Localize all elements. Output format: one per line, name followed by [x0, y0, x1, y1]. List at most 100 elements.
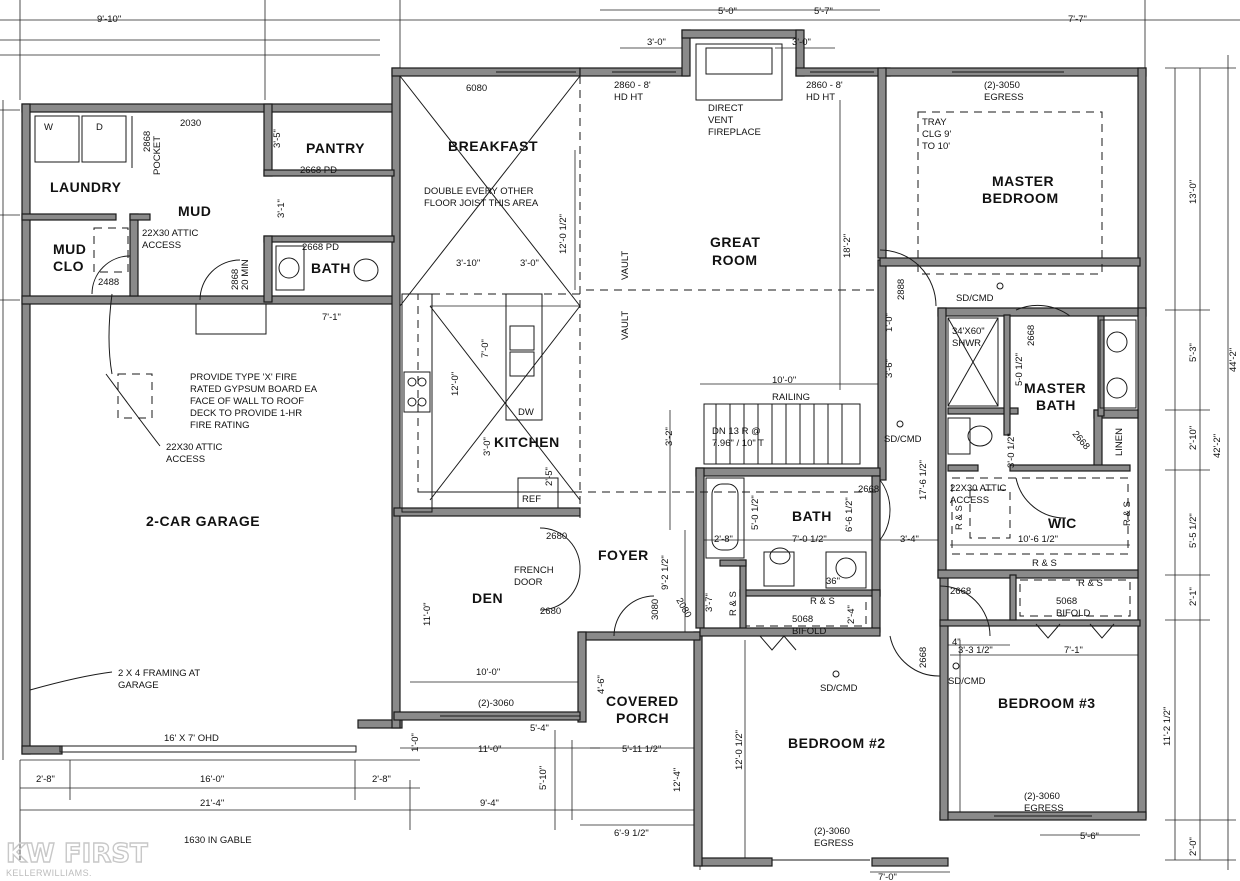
note-dw: DW	[518, 407, 534, 418]
note-d-2668-b2: 2668	[950, 586, 971, 597]
room-master-1: MASTER	[992, 173, 1054, 189]
note-dim-5-11-half: 5'-11 1/2"	[622, 744, 661, 755]
note-fire-2: RATED GYPSUM BOARD EA	[190, 384, 318, 395]
note-dim-5-3: 5'-3"	[1188, 343, 1199, 362]
note-w: W	[44, 122, 53, 133]
note-fire-1: PROVIDE TYPE 'X' FIRE	[190, 372, 297, 383]
note-dim-7-0: 7'-0"	[480, 339, 491, 358]
note-tray-3: TO 10'	[922, 141, 950, 152]
note-dim-16-0: 16'-0"	[200, 774, 224, 785]
note-d-2868-20-2: 20 MIN	[240, 259, 251, 290]
note-dim-3-10: 3'-10"	[456, 258, 480, 269]
note-dim-5-6: 5'-6"	[1080, 831, 1099, 842]
note-dim-18-2: 18'-2"	[842, 234, 853, 258]
note-dim-17-6-half: 17'-6 1/2"	[918, 460, 929, 500]
note-w-2030: 2030	[180, 118, 201, 129]
note-dim-21-4: 21'-4"	[200, 798, 224, 809]
note-d-4: 4"	[952, 637, 961, 648]
note-dim-10-0-den: 10'-0"	[476, 667, 500, 678]
note-egress-top-1: (2)-3050	[984, 80, 1020, 91]
note-dim-3-3-half: 3'-3 1/2"	[958, 645, 993, 656]
note-framing-2: GARAGE	[118, 680, 159, 691]
note-fp-2: VENT	[708, 115, 734, 126]
note-egress-b2-2: EGRESS	[814, 838, 854, 849]
room-garage: 2-CAR GARAGE	[146, 513, 260, 529]
note-vault-b: VAULT	[620, 311, 631, 340]
note-bifold-a2: BIFOLD	[792, 626, 826, 637]
note-dim-3-2: 3'-2"	[664, 427, 675, 446]
room-bath-hall: BATH	[792, 508, 832, 524]
note-dim-5-4: 5'-4"	[530, 723, 549, 734]
note-shwr-1: 34'X60"	[952, 326, 985, 337]
note-bifold-b1: 5068	[1056, 596, 1077, 607]
note-attic-1a: 22X30 ATTIC	[142, 228, 198, 239]
note-bifold-a1: 5068	[792, 614, 813, 625]
note-dim-2-8: 2'-8"	[714, 534, 733, 545]
note-sd-4: SD/CMD	[948, 676, 986, 687]
note-dim-5-0-half-b: 5'-0 1/2"	[750, 495, 761, 530]
walls	[21, 29, 1147, 867]
room-bath-small: BATH	[311, 260, 351, 276]
note-ref: REF	[522, 494, 541, 505]
note-dim-5-0: 5'-0"	[718, 6, 737, 17]
note-dim-3-0-half: 3'-0 1/2"	[1006, 433, 1017, 468]
note-dim-4-6: 4'-6"	[596, 675, 607, 694]
note-dim-3-0-c: 3'-0"	[520, 258, 539, 269]
note-d: D	[96, 122, 103, 133]
note-d-2668-mb: 2668	[1026, 325, 1037, 346]
kw-logo: KW FIRST KELLERWILLIAMS.	[5, 838, 148, 878]
fixtures	[29, 43, 1137, 861]
note-rs-1: R & S	[954, 505, 965, 530]
note-joist-1: DOUBLE EVERY OTHER	[424, 186, 534, 197]
room-master-bath-1: MASTER	[1024, 380, 1086, 396]
note-d-2080: 2080	[673, 596, 693, 620]
note-dim-12-0-half-b2: 12'-0 1/2"	[734, 730, 745, 770]
note-w-2860-b-2: HD HT	[806, 92, 835, 103]
note-attic-3a: 22X30 ATTIC	[950, 483, 1006, 494]
note-railing: RAILING	[772, 392, 810, 403]
note-pocket-1: 2868	[142, 131, 153, 152]
note-sd-3: SD/CMD	[820, 683, 858, 694]
note-rs-2: R & S	[1122, 501, 1133, 526]
note-rs-3: R & S	[1032, 558, 1057, 569]
room-wic: WIC	[1048, 515, 1077, 531]
note-pd-2668-a: 2668 PD	[300, 165, 337, 176]
note-dim-2-10: 2'-10"	[1188, 426, 1199, 450]
room-mud: MUD	[178, 203, 211, 219]
note-egress-b3-2: EGRESS	[1024, 803, 1064, 814]
room-covered-2: PORCH	[616, 710, 669, 726]
note-dim-12-0: 12'-0"	[450, 372, 461, 396]
note-d-3080: 3080	[650, 599, 661, 620]
note-dim-13-0: 13'-0"	[1188, 180, 1199, 204]
room-bedroom-3: BEDROOM #3	[998, 695, 1096, 711]
note-pd-2668-b: 2668 PD	[302, 242, 339, 253]
note-d-2680-b: 2680	[540, 606, 561, 617]
note-fp-1: DIRECT	[708, 103, 744, 114]
note-d-2668-wic: 2668	[1070, 429, 1092, 452]
note-fire-5: FIRE RATING	[190, 420, 249, 431]
note-dim-11-0: 11'-0"	[422, 603, 433, 627]
note-dim-11-0-b: 11'-0"	[478, 744, 502, 755]
room-pantry: PANTRY	[306, 140, 365, 156]
note-d-2888: 2888	[896, 279, 907, 300]
note-d-2868-20-1: 2868	[230, 269, 241, 290]
note-dim-44-2: 44'-2"	[1228, 348, 1239, 372]
note-d-5-0-half: 5-0 1/2"	[1014, 353, 1025, 386]
note-dim-10-0-top: 10'-0"	[772, 375, 796, 386]
room-covered-1: COVERED	[606, 693, 679, 709]
room-mud-clo-1: MUD	[53, 241, 86, 257]
kw-logo-sub: KELLERWILLIAMS.	[6, 868, 92, 878]
note-dim-3-0-b: 3'-0"	[792, 37, 811, 48]
note-egress-b2-1: (2)-3060	[814, 826, 850, 837]
note-french-2: DOOR	[514, 577, 543, 588]
room-great-1: GREAT	[710, 234, 760, 250]
note-d-2668-b3: 2668	[918, 647, 929, 668]
note-dim-3-7: 3'-7"	[704, 593, 715, 612]
room-labels: LAUNDRY MUD MUD CLO PANTRY BATH BREAKFAS…	[50, 138, 1096, 751]
note-dim-1-0-b: 1'-0"	[410, 733, 421, 752]
note-framing-1: 2 X 4 FRAMING AT	[118, 668, 200, 679]
note-joist-2: FLOOR JOIST THIS AREA	[424, 198, 539, 209]
note-fire-4: DECK TO PROVIDE 1-HR	[190, 408, 302, 419]
